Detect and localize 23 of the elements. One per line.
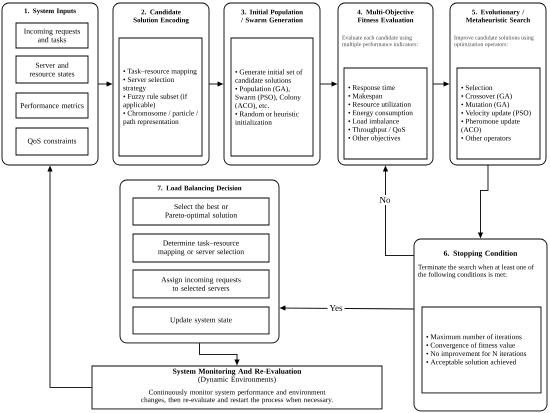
text-box	[16, 128, 88, 156]
text-box	[118, 38, 202, 156]
text-box	[132, 270, 270, 298]
text-box	[422, 306, 542, 394]
stage-panel	[120, 180, 280, 344]
stage-panel	[112, 2, 210, 166]
text-box	[132, 234, 270, 262]
edge-label: No	[380, 197, 390, 203]
text-box	[132, 306, 270, 334]
text-box	[456, 68, 540, 160]
stage-panel	[2, 2, 98, 166]
stage-panel	[450, 2, 546, 166]
text-box	[16, 92, 88, 118]
text-box	[92, 366, 382, 410]
text-box	[16, 22, 88, 48]
stage-panel	[414, 238, 548, 412]
stage-panel	[338, 2, 434, 166]
edge-label: Yes	[330, 305, 342, 311]
stage-panel	[224, 2, 320, 166]
text-box	[344, 68, 428, 160]
text-box	[16, 56, 88, 84]
text-box	[230, 38, 314, 156]
text-box	[132, 198, 270, 226]
